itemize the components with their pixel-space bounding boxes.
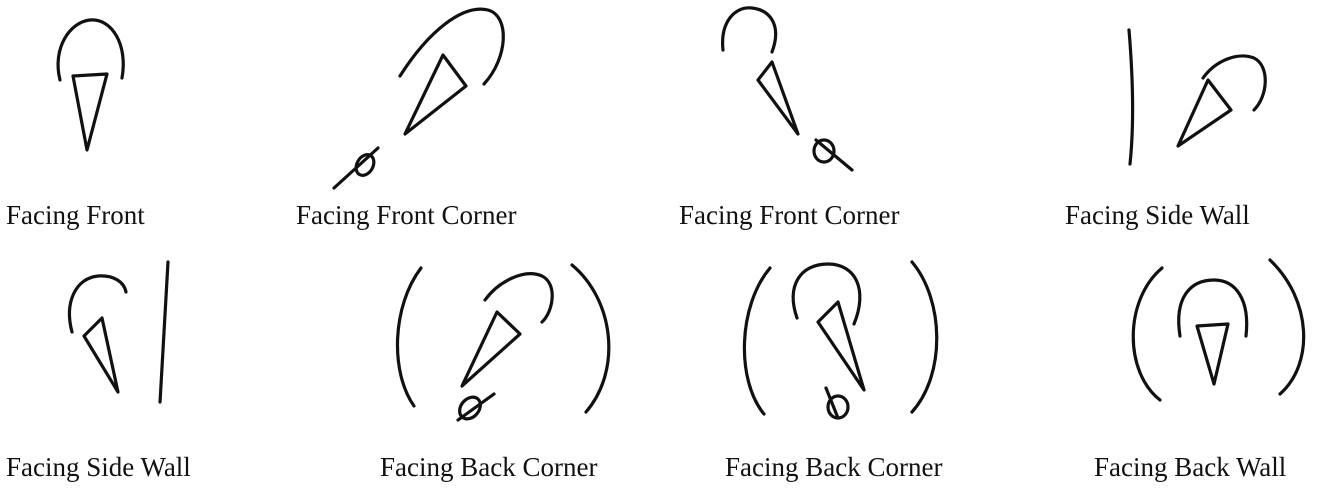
head-arc bbox=[791, 262, 862, 326]
body-triangle bbox=[403, 53, 468, 136]
head-arc bbox=[56, 18, 125, 82]
panel-facing-front bbox=[56, 18, 125, 152]
panel-facing-front-corner-left bbox=[721, 6, 854, 172]
caption-facing-back-corner-right: Facing Back Corner bbox=[380, 452, 598, 482]
caption-facing-back-wall: Facing Back Wall bbox=[1094, 452, 1287, 482]
wall-left bbox=[1131, 266, 1164, 402]
wall-right bbox=[570, 263, 611, 414]
caption-facing-side-wall-left: Facing Side Wall bbox=[6, 452, 191, 482]
foot-circle bbox=[812, 138, 836, 164]
foot-stick bbox=[824, 386, 840, 420]
head-arc bbox=[398, 7, 505, 86]
panel-facing-front-corner-right bbox=[332, 7, 505, 190]
foot-stick bbox=[332, 146, 380, 190]
head-arc bbox=[67, 274, 128, 334]
wall-right bbox=[1268, 258, 1306, 396]
wall-line bbox=[1127, 28, 1135, 166]
caption-facing-back-corner-left: Facing Back Corner bbox=[725, 452, 943, 482]
panel-facing-back-corner-left bbox=[742, 260, 939, 420]
body-triangle bbox=[82, 316, 120, 394]
head-arc bbox=[1201, 54, 1267, 112]
body-triangle bbox=[1195, 322, 1230, 386]
wall-line bbox=[158, 260, 170, 404]
foot-stick bbox=[456, 392, 496, 422]
body-triangle bbox=[816, 300, 866, 392]
wall-left bbox=[395, 266, 423, 408]
caption-facing-front: Facing Front bbox=[6, 200, 145, 230]
body-triangle bbox=[1176, 78, 1233, 148]
body-triangle bbox=[756, 60, 800, 136]
caption-facing-front-corner-left: Facing Front Corner bbox=[679, 200, 900, 230]
head-arc bbox=[1177, 278, 1249, 338]
body-triangle bbox=[460, 310, 522, 388]
head-arc bbox=[721, 6, 778, 54]
foot-stick bbox=[814, 138, 854, 172]
panel-facing-side-wall-left bbox=[67, 260, 170, 404]
caption-facing-front-corner-right: Facing Front Corner bbox=[296, 200, 517, 230]
panel-facing-side-wall-right bbox=[1127, 28, 1267, 166]
body-triangle bbox=[71, 72, 109, 152]
panel-facing-back-wall bbox=[1131, 258, 1306, 402]
head-arc bbox=[483, 272, 554, 324]
wall-right bbox=[910, 260, 939, 414]
foot-circle bbox=[354, 153, 376, 177]
panel-facing-back-corner-right bbox=[395, 263, 611, 422]
wall-left bbox=[742, 266, 772, 416]
caption-facing-side-wall-right: Facing Side Wall bbox=[1065, 200, 1250, 230]
